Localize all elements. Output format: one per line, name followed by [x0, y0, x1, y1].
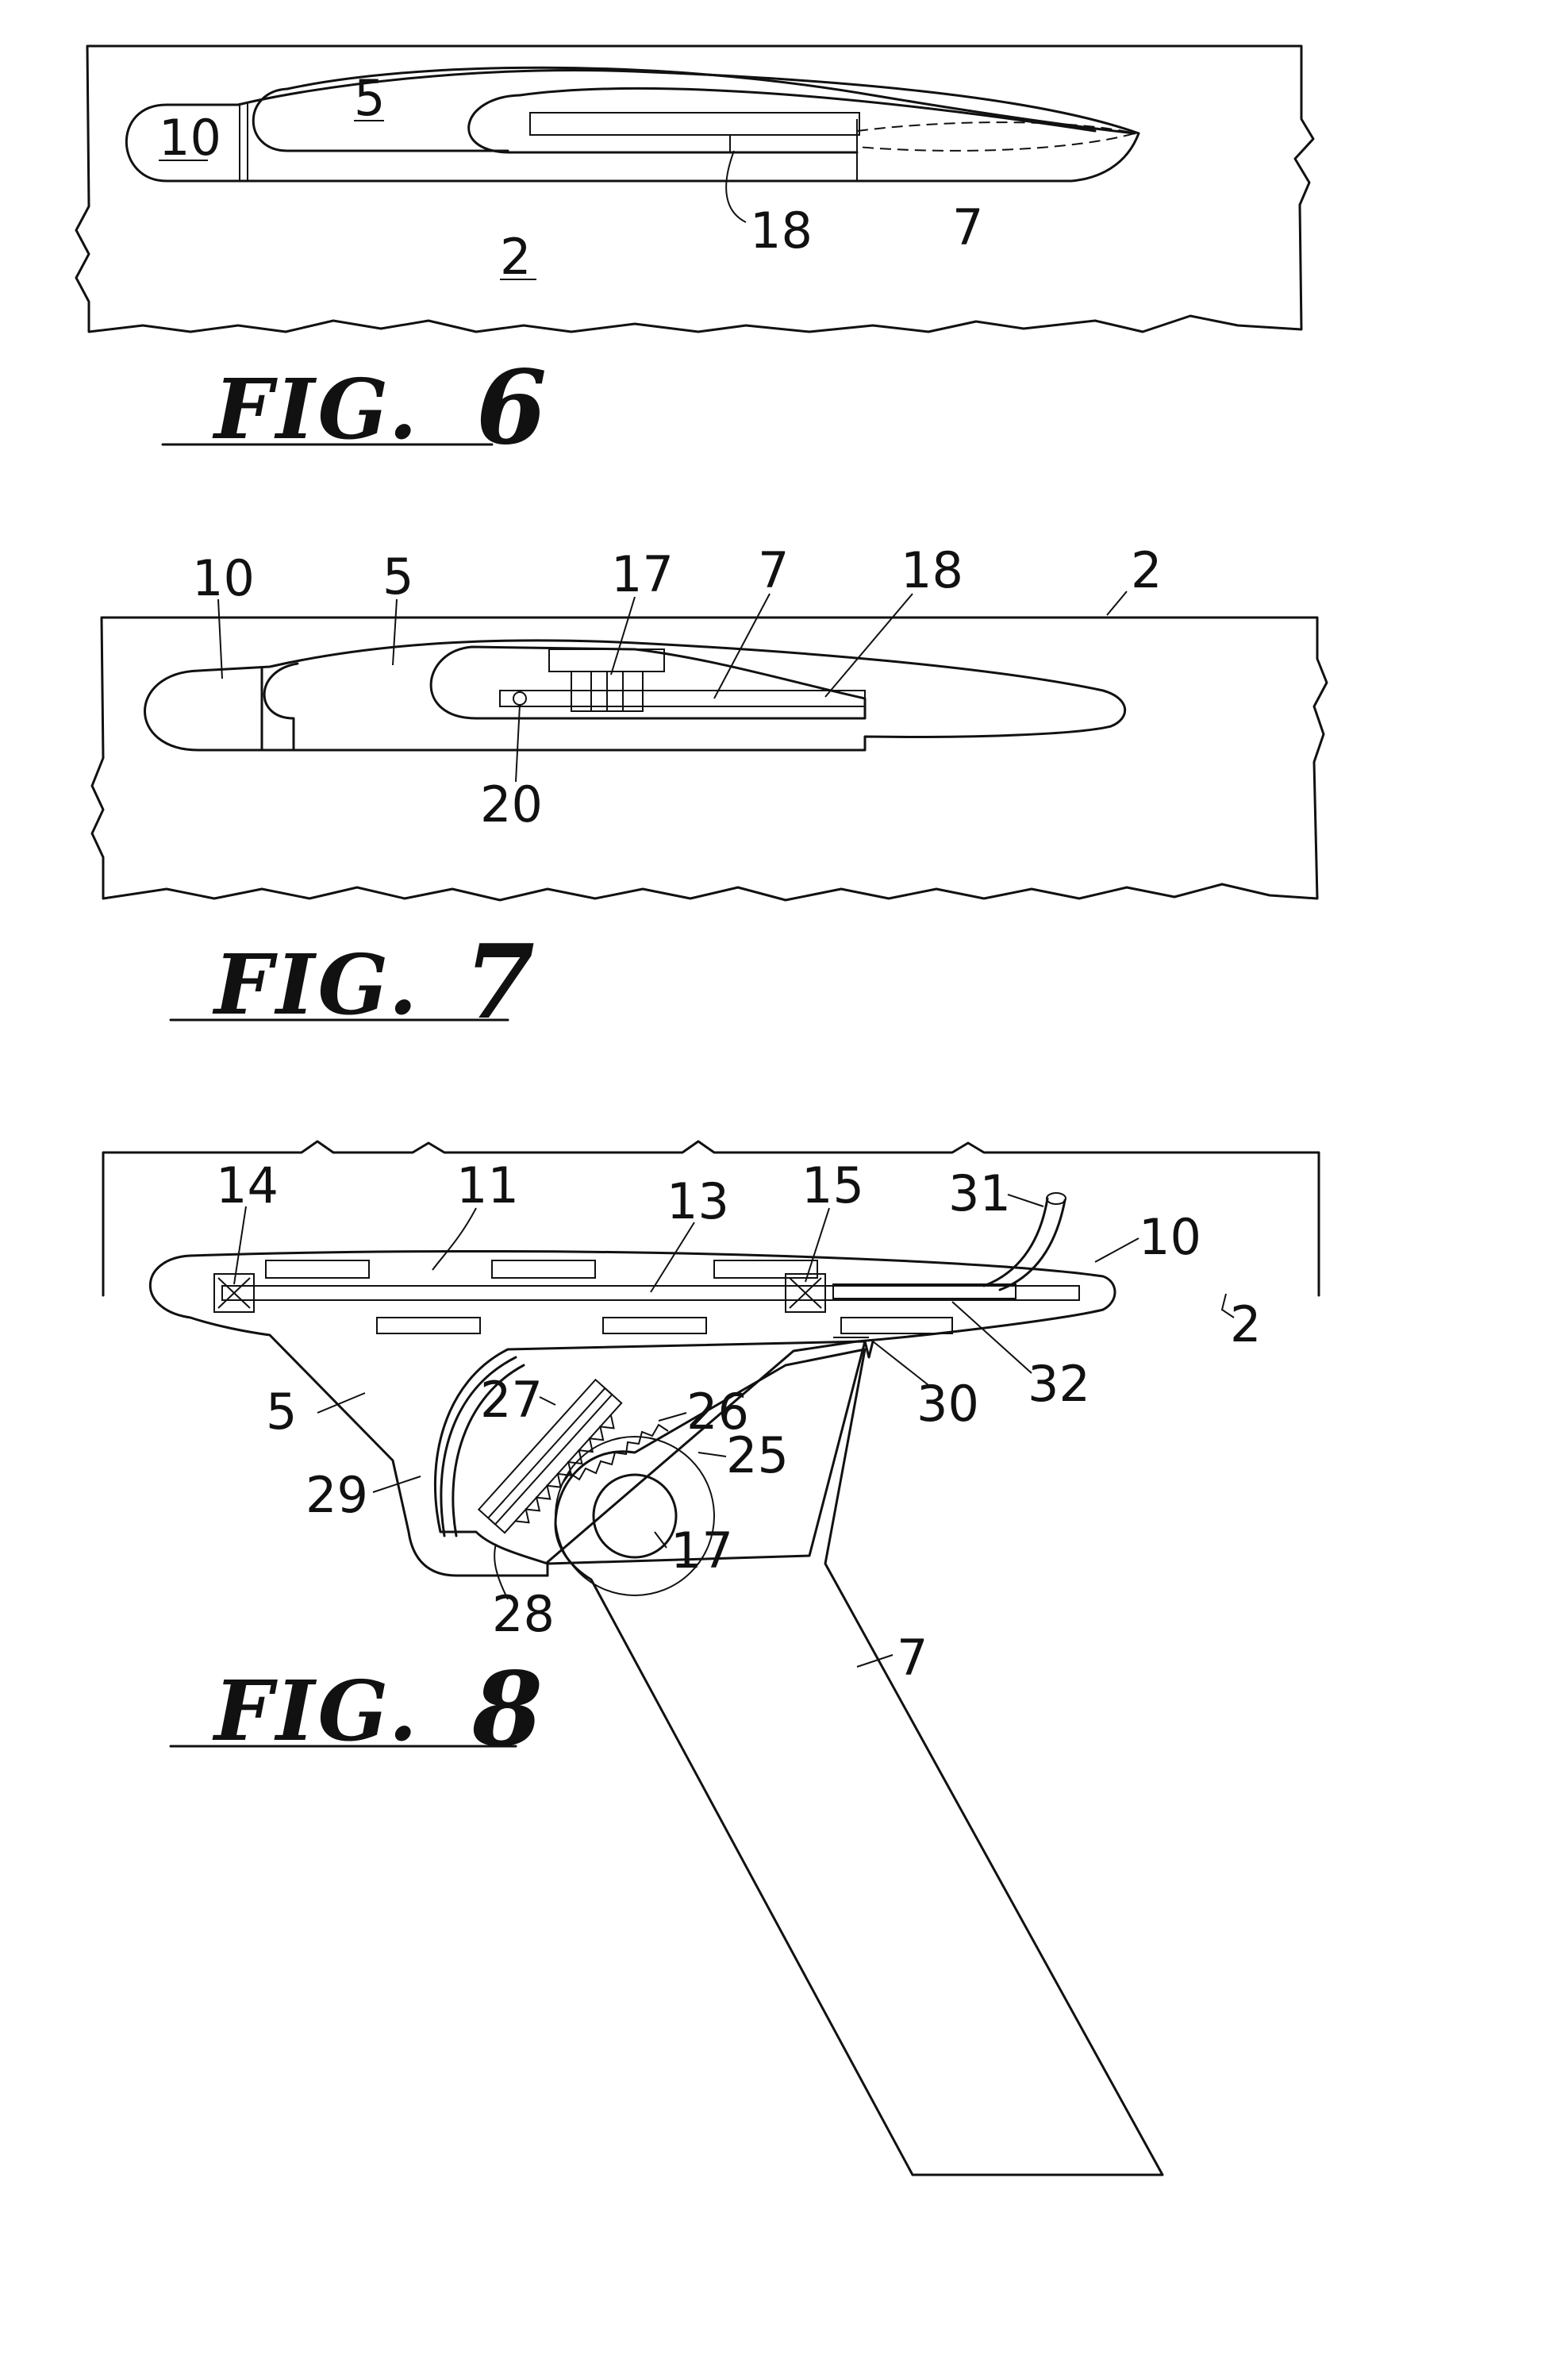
fig8-label-27: 27: [480, 1371, 543, 1429]
fig7-leader-17: [611, 597, 635, 675]
fig8-label-10: 10: [1139, 1208, 1201, 1266]
fig8-leader-30: [873, 1341, 928, 1385]
fig8-segment-lower-c: [841, 1318, 952, 1333]
fig8-caption-prefix: FIG.: [212, 1662, 421, 1760]
fig7-caption-number: 7: [464, 923, 535, 1042]
fig8-leader-32: [952, 1302, 1032, 1373]
fig8-label-32: 32: [1028, 1355, 1090, 1413]
fig6-track-18: [530, 113, 859, 135]
fig7-label-17: 17: [611, 545, 674, 603]
fig8-label-17: 17: [671, 1522, 733, 1580]
fig6-label-7: 7: [952, 198, 983, 256]
fig6-caption-number: 6: [476, 348, 547, 468]
fig8-leader-5: [317, 1393, 365, 1413]
fig8-leader-13: [651, 1222, 694, 1292]
fig7-flap-5: [264, 664, 298, 750]
fig8-label-2: 2: [1230, 1295, 1261, 1353]
fig7-track-18: [500, 691, 865, 706]
fig8-leader-25: [698, 1453, 726, 1456]
fig8-arm-7: [555, 1349, 1163, 2175]
fig6-caption: FIG. 6: [163, 348, 547, 468]
fig8-conduit-end: [1047, 1193, 1066, 1204]
fig8-segment-11a: [266, 1260, 369, 1278]
fig8-label-5: 5: [266, 1383, 297, 1441]
fig7-label-10: 10: [192, 549, 255, 607]
fig7-leader-10: [218, 599, 222, 679]
fig8-label-15: 15: [801, 1156, 864, 1214]
fig7-slat-7-hatched: [431, 647, 865, 718]
fig6-wing-outline: [126, 71, 1139, 181]
figure-7: 10 5 17 7 18 2 20 FIG. 7: [92, 541, 1327, 1042]
fig7-slot: [549, 649, 664, 671]
fig7-leader-2: [1107, 591, 1127, 615]
figure-6: 10 5 18 7 2 FIG. 6: [76, 46, 1313, 468]
fig7-wing-outline: [145, 641, 1125, 750]
fig8-label-11: 11: [456, 1156, 519, 1214]
fig7-bearing-20: [513, 692, 526, 705]
fig7-caption: FIG. 7: [171, 923, 535, 1042]
fig7-label-5: 5: [382, 548, 413, 606]
fig8-caption: FIG. 8: [171, 1650, 543, 1769]
fig8-label-31: 31: [948, 1164, 1011, 1222]
fig6-slat-7-top: [520, 88, 1095, 131]
fig8-label-25: 25: [726, 1426, 789, 1484]
fig8-segment-11b: [492, 1260, 595, 1278]
fig8-leader-31: [1008, 1195, 1043, 1206]
fig8-leader-17: [655, 1532, 667, 1548]
fig8-label-7: 7: [897, 1629, 928, 1687]
fig8-label-13: 13: [667, 1172, 729, 1230]
fig8-leader-10: [1095, 1238, 1139, 1262]
fig7-leader-7: [714, 594, 770, 698]
fig6-extended-position: [857, 122, 1135, 151]
fig6-label-5: 5: [354, 69, 385, 127]
fig8-segment-lower-b: [603, 1318, 706, 1333]
fig8-label-28: 28: [492, 1585, 555, 1643]
fig7-leader-20: [516, 705, 520, 782]
fig8-leader-26: [659, 1413, 686, 1421]
fig7-label-7: 7: [758, 541, 789, 599]
fig8-caption-number: 8: [471, 1650, 543, 1769]
fig8-label-29: 29: [306, 1466, 368, 1524]
fig6-caption-prefix: FIG.: [212, 360, 421, 458]
fig8-bearing-15-cross: [790, 1278, 821, 1308]
fig8-leader-7: [857, 1655, 893, 1667]
fig7-frame: [92, 618, 1327, 900]
fig8-label-14: 14: [216, 1156, 279, 1214]
fig8-segment-11c: [714, 1260, 817, 1278]
fig7-leader-18: [825, 594, 913, 697]
fig7-leader-5: [393, 599, 397, 665]
fig8-segment-lower-a: [377, 1318, 480, 1333]
fig6-slat-7-upper: [469, 95, 857, 152]
fig7-label-18: 18: [901, 541, 963, 599]
fig6-leader-18: [726, 151, 746, 222]
fig7-label-20: 20: [480, 775, 543, 833]
figure-8: 14 11 13 15 31 10 2 5 30 32 27 26 25 29 …: [103, 1141, 1319, 2175]
fig7-caption-prefix: FIG.: [212, 936, 421, 1033]
fig7-label-2: 2: [1131, 541, 1162, 599]
fig6-label-10: 10: [159, 109, 221, 167]
fig6-label-18: 18: [750, 202, 813, 260]
fig8-leader-11: [432, 1208, 476, 1270]
fig6-label-2: 2: [500, 228, 531, 286]
fig8-leader-14: [234, 1206, 246, 1284]
